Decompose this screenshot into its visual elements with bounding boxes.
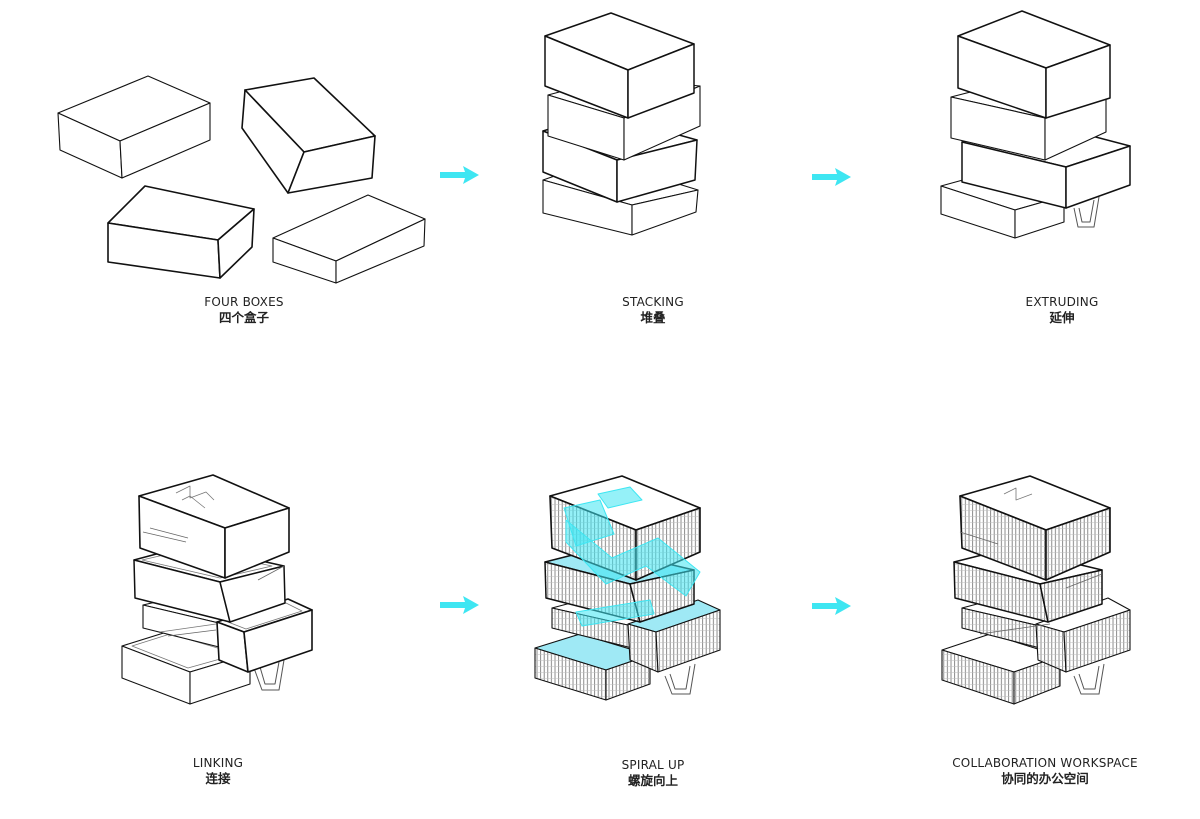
box-a bbox=[57, 75, 211, 179]
link-ramps bbox=[142, 527, 285, 637]
workspace-box-1 bbox=[959, 475, 1111, 581]
link-box-1 bbox=[138, 474, 290, 579]
extrude-box-1 bbox=[957, 10, 1111, 119]
step-label-zh: 延伸 bbox=[1049, 310, 1075, 325]
stack-box-1 bbox=[544, 12, 695, 119]
extruding-illustration bbox=[940, 10, 1131, 239]
step-label-stacking: STACKING 堆叠 bbox=[622, 295, 684, 326]
step-label-zh: 协同的办公空间 bbox=[1001, 771, 1089, 786]
arrow-right-icon bbox=[812, 168, 851, 186]
step-label-four-boxes: FOUR BOXES 四个盒子 bbox=[204, 295, 283, 326]
step-label-en: EXTRUDING bbox=[1025, 295, 1099, 309]
step-label-zh: 连接 bbox=[205, 771, 231, 786]
spiral-legs bbox=[664, 663, 696, 695]
step-label-zh: 四个盒子 bbox=[218, 310, 269, 325]
step-label-en: LINKING bbox=[192, 756, 244, 770]
step-label-linking: LINKING 连接 bbox=[193, 756, 243, 787]
step-label-en: FOUR BOXES bbox=[204, 295, 284, 309]
step-label-zh: 螺旋向上 bbox=[627, 773, 678, 788]
step-label-spiral-up: SPIRAL UP 螺旋向上 bbox=[622, 758, 685, 789]
workspace-ramps bbox=[959, 531, 1103, 635]
step-label-en: STACKING bbox=[622, 295, 684, 309]
box-d bbox=[272, 194, 426, 284]
arrow-right-icon bbox=[440, 596, 479, 614]
four-boxes-illustration bbox=[57, 75, 426, 284]
linking-legs bbox=[253, 659, 285, 691]
arrow-right-icon bbox=[812, 597, 851, 615]
box-c bbox=[107, 185, 255, 279]
collaboration-workspace-illustration bbox=[941, 475, 1131, 705]
box-b bbox=[241, 77, 376, 194]
stacking-illustration bbox=[542, 12, 701, 236]
workspace-box-4 bbox=[941, 633, 1061, 705]
arrow-right-icon bbox=[440, 166, 479, 184]
step-label-collaboration-workspace: COLLABORATION WORKSPACE 协同的办公空间 bbox=[952, 756, 1138, 787]
step-label-extruding: EXTRUDING 延伸 bbox=[1026, 295, 1099, 326]
spiral-box-4 bbox=[534, 633, 651, 701]
spiral-path bbox=[563, 486, 701, 627]
extruded-legs bbox=[1073, 196, 1100, 228]
step-label-en: SPIRAL UP bbox=[621, 758, 685, 772]
step-label-zh: 堆叠 bbox=[640, 310, 666, 325]
workspace-legs bbox=[1073, 663, 1105, 695]
linking-illustration bbox=[121, 474, 313, 705]
spiral-up-illustration bbox=[534, 475, 721, 701]
step-label-en: COLLABORATION WORKSPACE bbox=[952, 756, 1138, 770]
